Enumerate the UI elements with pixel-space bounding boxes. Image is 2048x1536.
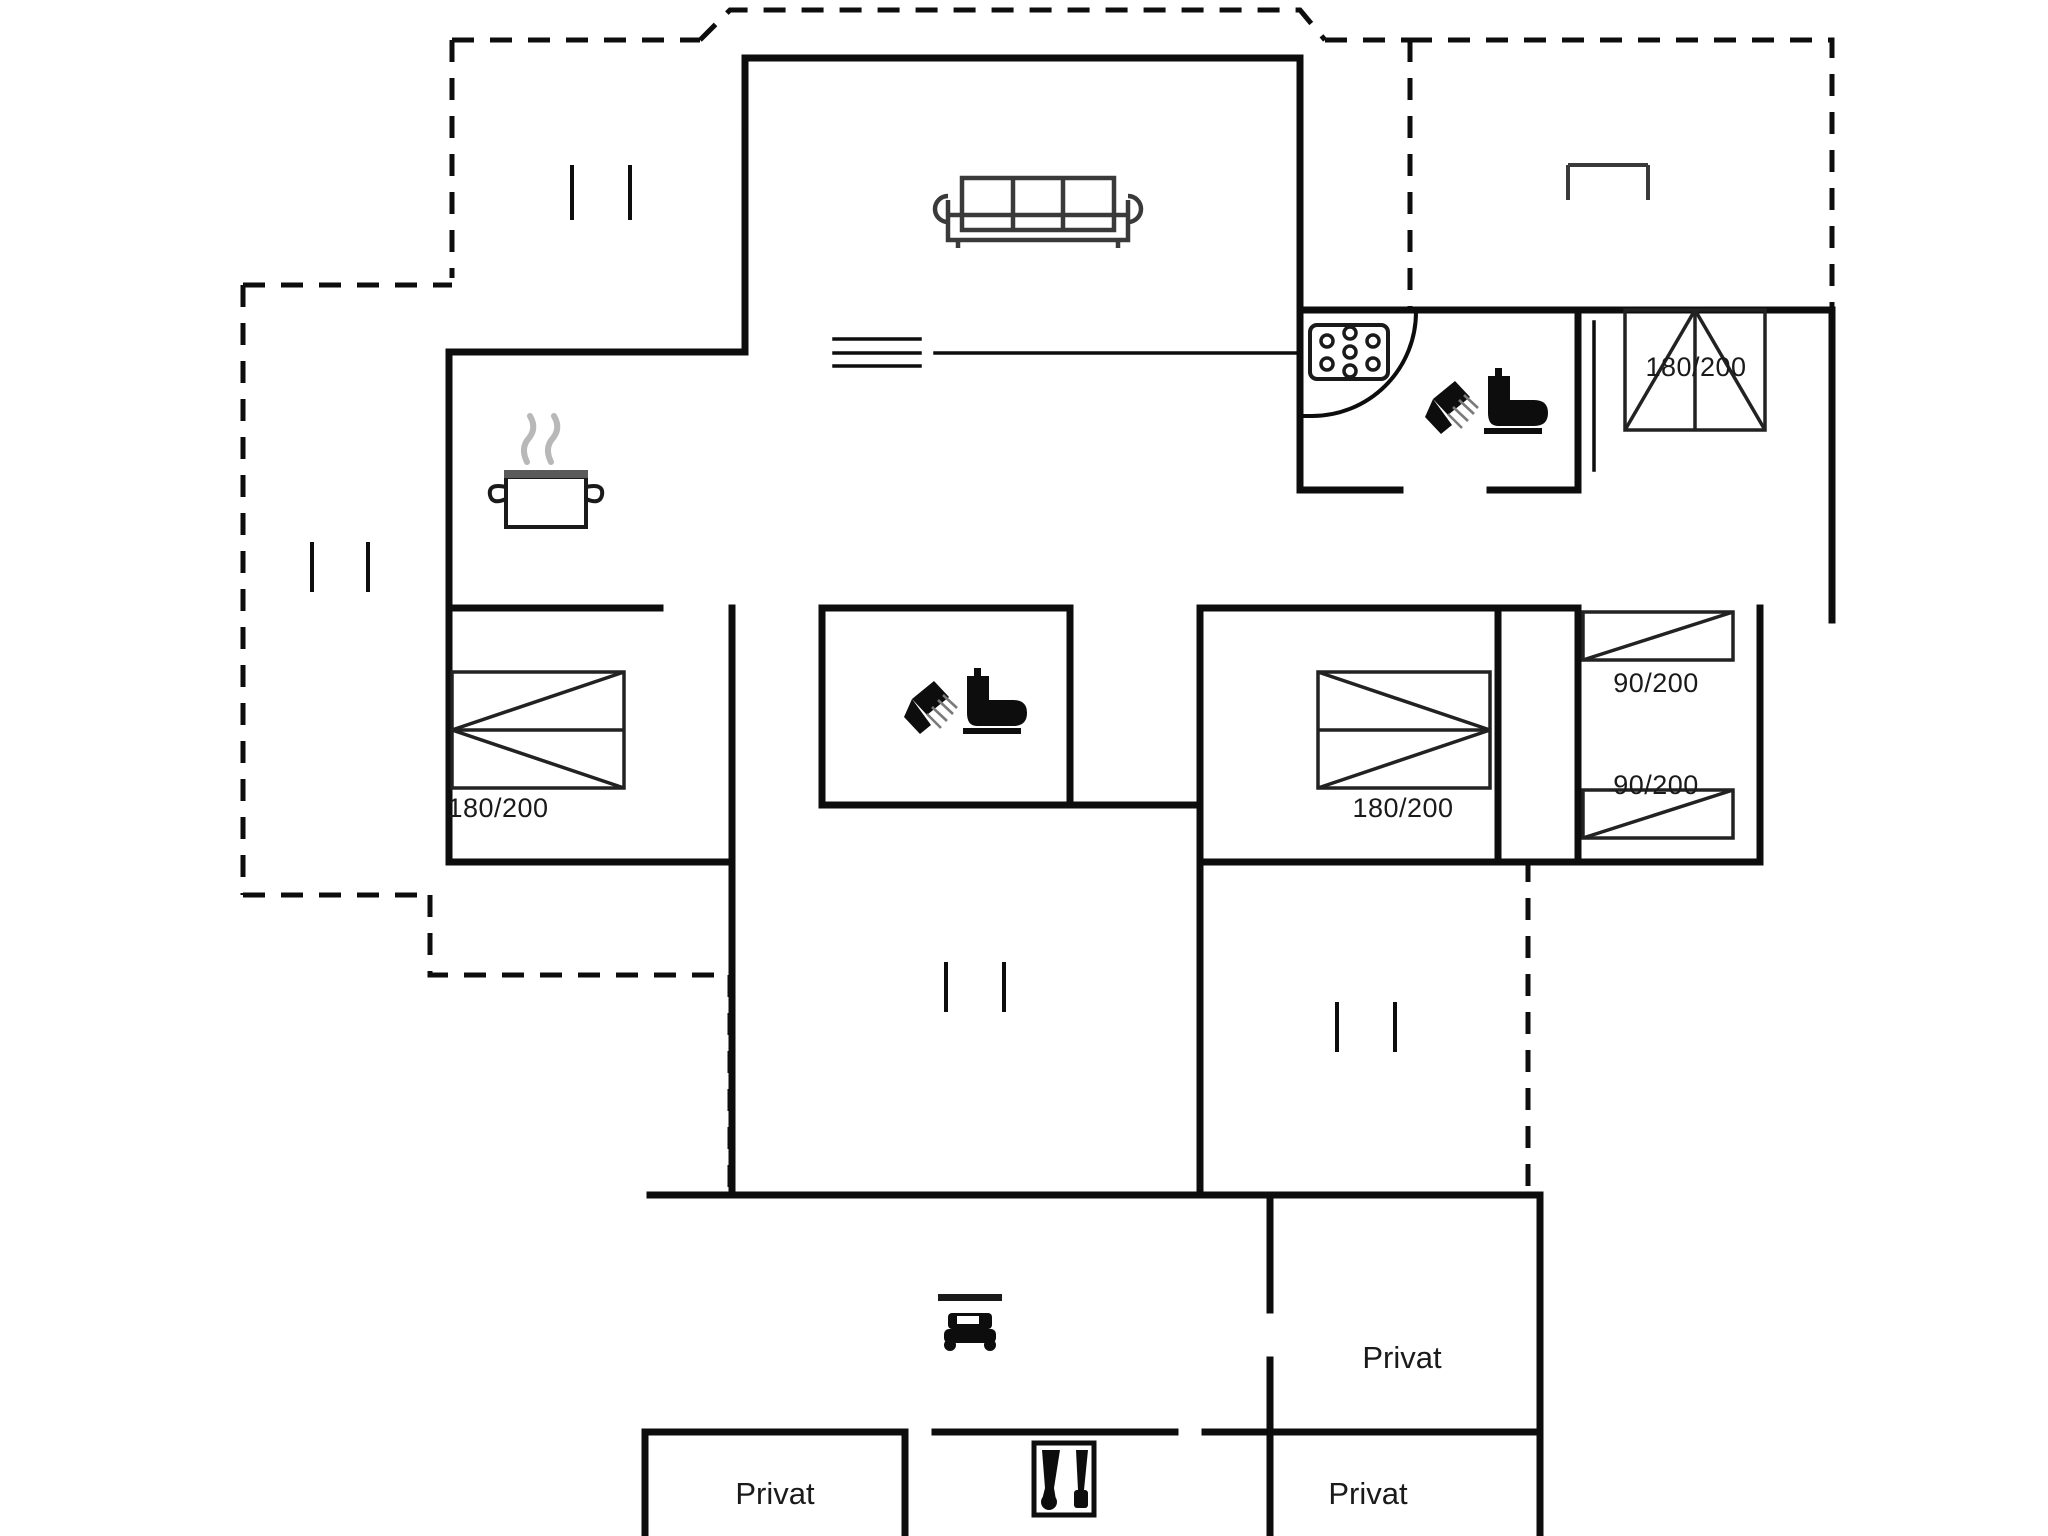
bed-dimension-label: 90/200 [1613,668,1699,698]
hob-icon [1308,323,1390,381]
terrace-outlines [240,7,1835,1195]
bed-double-left [450,670,626,790]
shower-toilet-icon-mid [904,668,1027,734]
bed-dimension-label: 180/200 [447,793,549,823]
door-swing-arc [1300,311,1418,418]
car-carport-icon [938,1294,1002,1351]
bed-double-top-right [1623,308,1767,432]
walls [445,54,1836,1536]
room-label-privat: Privat [1362,1340,1442,1375]
bed-single-upper [1581,610,1735,662]
thin-lines [730,128,1596,864]
cleaning-tools-icon [1031,1440,1097,1518]
shower-toilet-icon-top [1425,368,1548,434]
bed-double-mid-right [1316,670,1492,790]
room-label-privat: Privat [735,1476,815,1511]
bed-single-lower [1581,788,1735,840]
bed-dimension-label: 180/200 [1352,793,1454,823]
bed-dimension-label: 180/200 [1645,352,1747,382]
sofa-icon [932,175,1144,248]
stove-pot-icon [487,413,605,529]
room-label-privat: Privat [1328,1476,1408,1511]
window-marks [310,165,1397,1052]
table-icon [1566,163,1650,200]
bed-dimension-label: 90/200 [1613,770,1699,800]
